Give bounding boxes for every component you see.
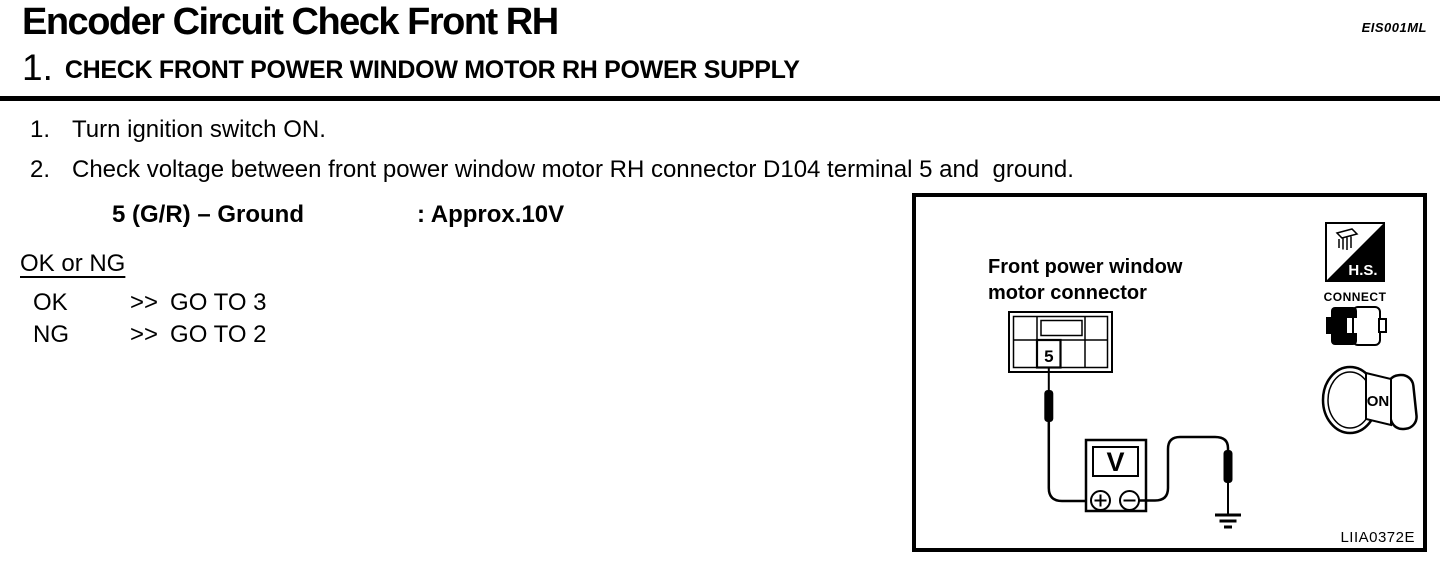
procedure-step-1: 1. Turn ignition switch ON. <box>30 116 326 144</box>
step-heading-number: 1. <box>22 47 53 88</box>
step-number: 1. <box>30 116 51 143</box>
outcome-result: NG <box>33 321 69 348</box>
outcome-action: GO TO 2 <box>170 321 267 348</box>
figure-code: LIIA0372E <box>1340 529 1415 546</box>
step-heading-title: CHECK FRONT POWER WINDOW MOTOR RH POWER … <box>64 56 800 84</box>
hs-badge-label: H.S. <box>1348 262 1377 279</box>
outcome-result: OK <box>33 289 68 316</box>
procedure-step-2: 2. Check voltage between front power win… <box>30 156 1074 184</box>
plus-terminal-icon <box>1090 490 1111 511</box>
ignition-key-label: ON <box>1367 393 1390 410</box>
spec-measurement: 5 (G/R) – Ground <box>112 201 304 228</box>
connect-icon <box>1326 306 1387 346</box>
hs-badge-icon: H.S. <box>1325 222 1385 282</box>
terminal-number-label: 5 <box>1044 347 1053 366</box>
step-number: 2. <box>30 156 51 183</box>
ignition-key-on-icon: ON <box>1321 365 1418 435</box>
connector-label-line2: motor connector <box>988 282 1147 304</box>
wiring-diagram: 5 V <box>1008 311 1241 529</box>
hand-tool-icon <box>1335 228 1359 250</box>
ground-symbol-icon <box>1215 513 1241 529</box>
outcome-action: GO TO 3 <box>170 289 267 316</box>
section-divider <box>0 96 1440 101</box>
connector-label-line1: Front power window <box>988 256 1183 278</box>
step-text: Check voltage between front power window… <box>72 156 1074 183</box>
connector-label: Front power window motor connector <box>988 254 1182 306</box>
step-heading: 1. CHECK FRONT POWER WINDOW MOTOR RH POW… <box>22 46 800 87</box>
connector-diagram: 5 <box>1008 311 1113 373</box>
minus-terminal-icon <box>1119 490 1140 511</box>
outcome-ng: NG >> GO TO 2 <box>33 321 267 349</box>
decision-label: OK or NG <box>20 250 126 277</box>
voltage-spec: 5 (G/R) – Ground : Approx.10V <box>112 201 564 229</box>
outcome-arrow: >> <box>130 289 159 316</box>
outcome-arrow: >> <box>130 321 159 348</box>
outcome-ok: OK >> GO TO 3 <box>33 289 267 317</box>
test-figure: Front power window motor connector 5 <box>912 193 1427 552</box>
page-title: Encoder Circuit Check Front RH <box>22 1 559 43</box>
ground-probe <box>1139 435 1233 515</box>
doc-code: EIS001ML <box>1361 20 1427 35</box>
step-text: Turn ignition switch ON. <box>72 116 326 143</box>
connect-label: CONNECT <box>1323 290 1387 304</box>
spec-value: : Approx.10V <box>417 201 565 228</box>
voltmeter: V <box>1084 438 1148 513</box>
positive-probe <box>1044 367 1091 503</box>
voltmeter-display-label: V <box>1106 447 1124 477</box>
